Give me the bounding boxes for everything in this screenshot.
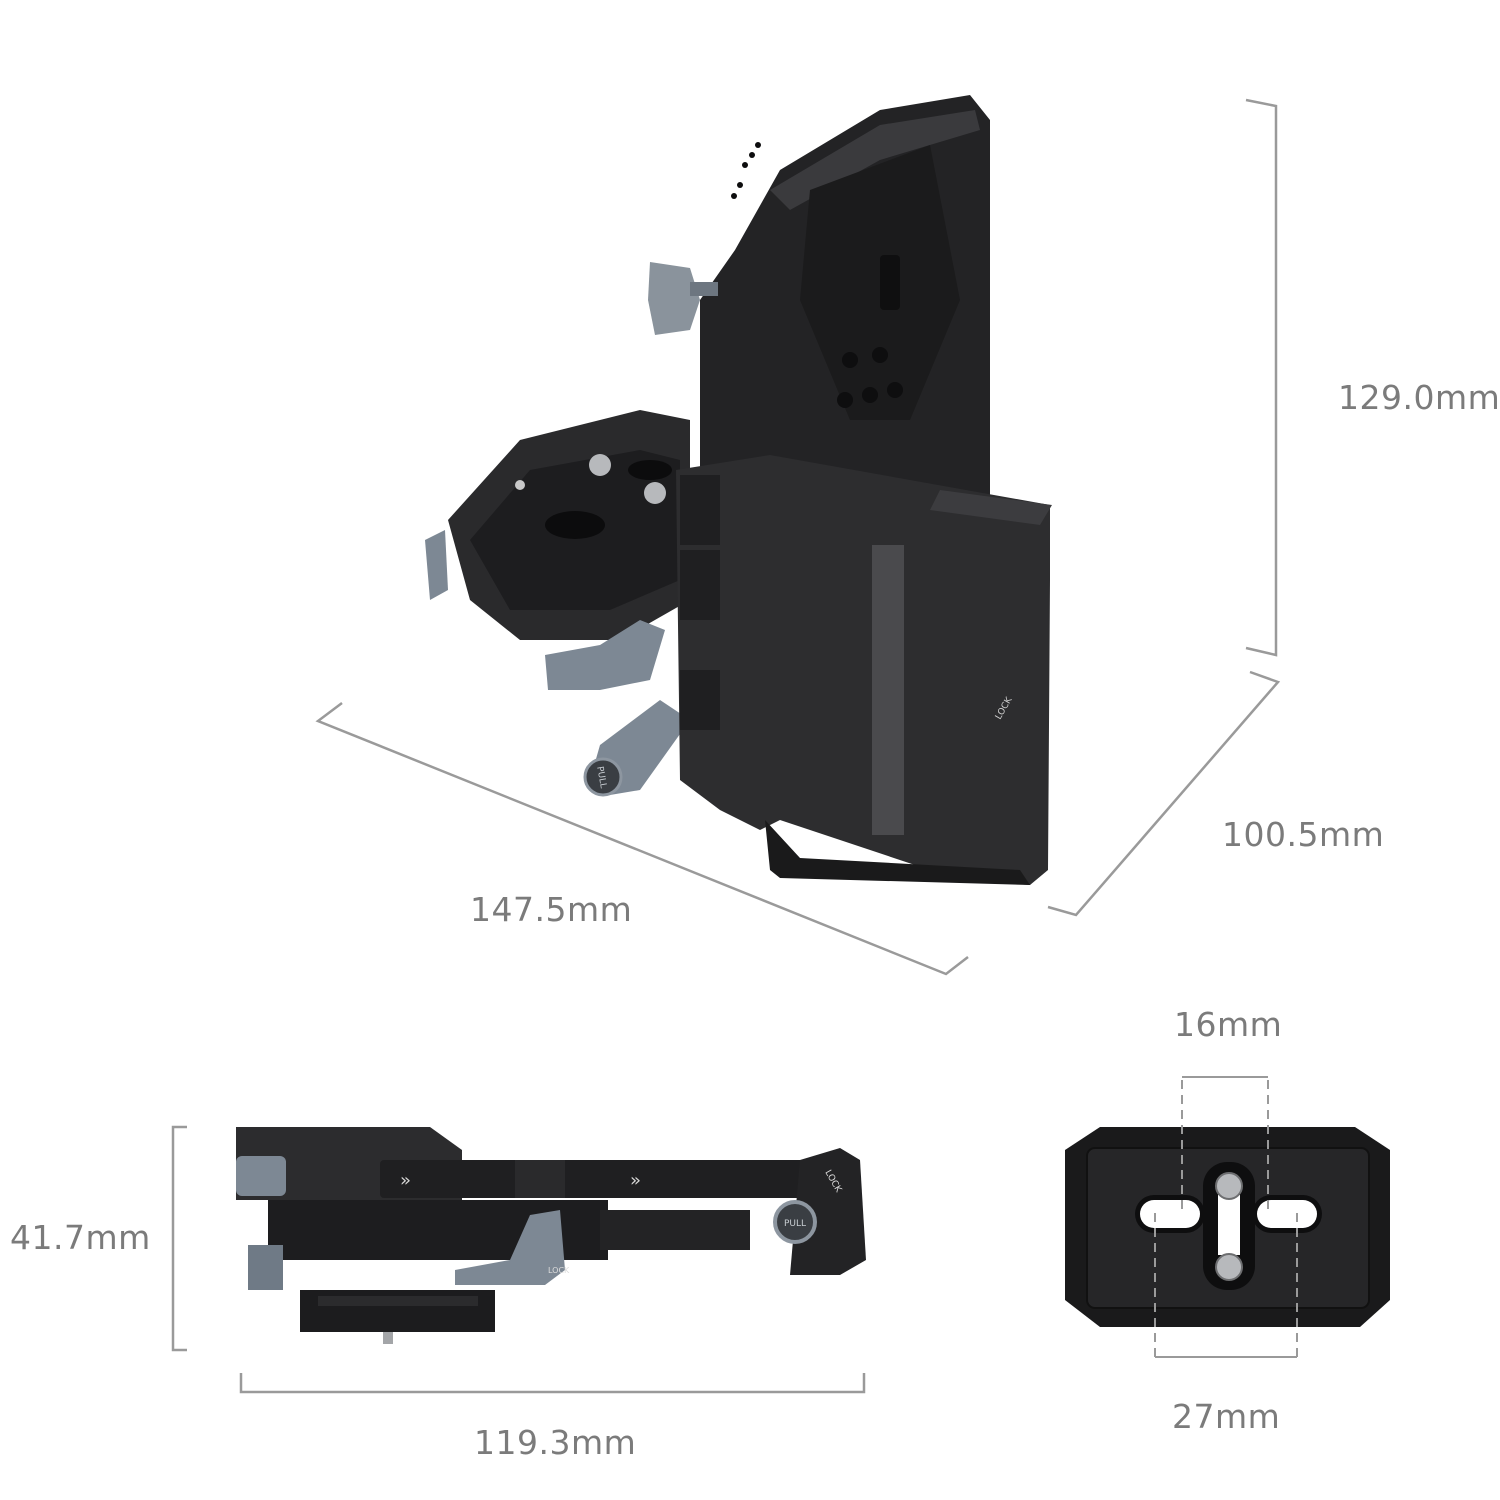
pull-engraving: PULL (594, 766, 608, 789)
battery-plate-product-illustration: PULL LOCK LOCK (425, 95, 1052, 885)
width-dimension-label: 147.5mm (470, 890, 633, 929)
depth-dimension-line (1047, 670, 1281, 917)
plate-27mm-dimension-line (1154, 1213, 1298, 1358)
height-dimension-label: 129.0mm (1338, 378, 1500, 417)
side-height-label: 41.7mm (10, 1218, 151, 1257)
chevron-icon: » (400, 1170, 411, 1191)
width-dimension-line (315, 702, 969, 976)
plate-16mm-dimension-line (1181, 1076, 1269, 1215)
depth-dimension-label: 100.5mm (1222, 815, 1385, 854)
side-height-dimension-line (171, 1125, 187, 1352)
side-length-label: 119.3mm (474, 1423, 637, 1462)
side-length-dimension-line (239, 1373, 866, 1394)
height-dimension-line (1245, 98, 1278, 657)
plate-top-spacing-label: 16mm (1174, 1005, 1283, 1044)
side-profile-illustration: » » LOCK PULL LOCK (236, 1127, 866, 1344)
chevron-icon: » (630, 1170, 641, 1191)
side-pull-engraving: PULL (784, 1219, 806, 1229)
side-lock-engraving: LOCK (548, 1266, 570, 1275)
plate-bottom-spacing-label: 27mm (1172, 1397, 1281, 1436)
quick-release-plate-illustration (1065, 1127, 1390, 1327)
